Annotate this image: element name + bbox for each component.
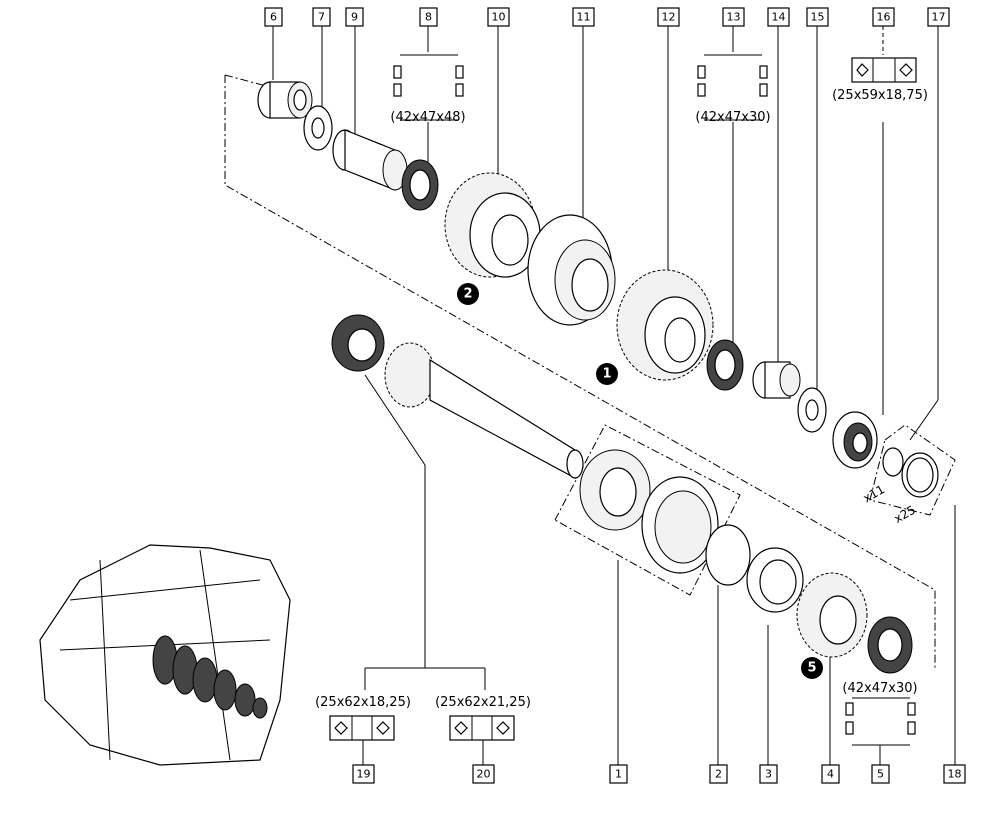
svg-text:11: 11 [577,11,591,24]
part-number-20: 20 [472,764,495,784]
callout-5: 5 [801,657,823,679]
part-3-synchro-ring [746,547,804,613]
quantity-label-1: x11 [861,482,887,505]
part-number-4: 4 [821,764,840,784]
part-11-synchro-ring [527,214,616,326]
svg-text:5: 5 [807,661,816,676]
part-2-spring-ring [705,524,751,586]
part-number-8: 8 [419,7,438,27]
ball-bearing-symbol-20 [449,715,515,741]
synchro-group-outline [554,424,741,596]
svg-text:7: 7 [318,11,325,24]
part-8-needle-bearing [401,159,439,211]
part-number-19: 19 [352,764,375,784]
part-number-18: 18 [943,764,966,784]
svg-text:18: 18 [948,768,962,781]
needle-bearing-symbol-5 [845,697,916,746]
part-17-circlips [882,447,939,498]
svg-text:13: 13 [727,11,741,24]
part-5-needle-bearing [867,616,913,674]
part-10-gear [444,172,541,278]
part-4-gear [796,572,868,658]
dimension-label-20: (25x62x21,25) [435,695,531,710]
dimension-label-13: (42x47x30) [695,110,770,125]
svg-text:12: 12 [662,11,676,24]
input-shaft [331,314,584,480]
part-number-16: 16 [872,7,895,27]
ball-bearing-symbol-16 [851,57,917,83]
svg-text:3: 3 [765,768,772,781]
svg-text:4: 4 [827,768,834,781]
gearbox-shaft-highlight [152,635,268,719]
part-number-15: 15 [806,7,829,27]
part-number-9: 9 [345,7,364,27]
part-number-13: 13 [722,7,745,27]
svg-text:14: 14 [772,11,786,24]
dimension-label-5: (42x47x30) [842,681,917,696]
gearbox-housing-illustration [39,544,291,766]
part-16-ball-bearing [832,411,878,469]
svg-text:19: 19 [357,768,371,781]
part-6-bushing [257,81,313,119]
svg-text:8: 8 [425,11,432,24]
part-number-3: 3 [759,764,778,784]
upper-shaft-group-outline [224,75,936,670]
ball-bearing-symbol-19 [329,715,395,741]
svg-text:6: 6 [270,11,277,24]
callout-2: 2 [457,283,479,305]
circlip-group-outline [869,424,956,516]
callout-1: 1 [596,363,618,385]
part-7-thrust-washer [303,105,333,151]
part-15-thrust-washer [797,387,827,433]
needle-bearing-symbol-13 [697,54,768,121]
part-number-1: 1 [609,764,628,784]
svg-text:2: 2 [463,287,472,302]
part-number-7: 7 [312,7,331,27]
part-number-17: 17 [927,7,950,27]
svg-text:20: 20 [477,768,491,781]
part-13-needle-bearing [706,339,744,391]
leader-lines [272,26,956,765]
part-number-10: 10 [487,7,510,27]
svg-text:10: 10 [492,11,506,24]
part-9-sleeve [332,129,408,191]
part-1-synchro-hub [579,449,719,574]
svg-text:1: 1 [602,367,611,382]
svg-text:5: 5 [877,768,884,781]
dimension-label-19: (25x62x18,25) [315,695,411,710]
svg-text:2: 2 [715,768,722,781]
svg-text:16: 16 [877,11,891,24]
part-14-bushing [752,361,801,399]
svg-text:1: 1 [615,768,622,781]
needle-bearing-symbol-8 [393,54,464,121]
part-number-6: 6 [264,7,283,27]
svg-text:15: 15 [811,11,825,24]
part-number-11: 11 [572,7,595,27]
svg-text:9: 9 [351,11,358,24]
svg-text:17: 17 [932,11,946,24]
dimension-label-8: (42x47x48) [390,110,465,125]
dimension-label-16: (25x59x18,75) [832,88,928,103]
part-12-gear [616,269,714,381]
part-number-5: 5 [871,764,890,784]
part-number-14: 14 [767,7,790,27]
part-number-2: 2 [709,764,728,784]
part-number-12: 12 [657,7,680,27]
